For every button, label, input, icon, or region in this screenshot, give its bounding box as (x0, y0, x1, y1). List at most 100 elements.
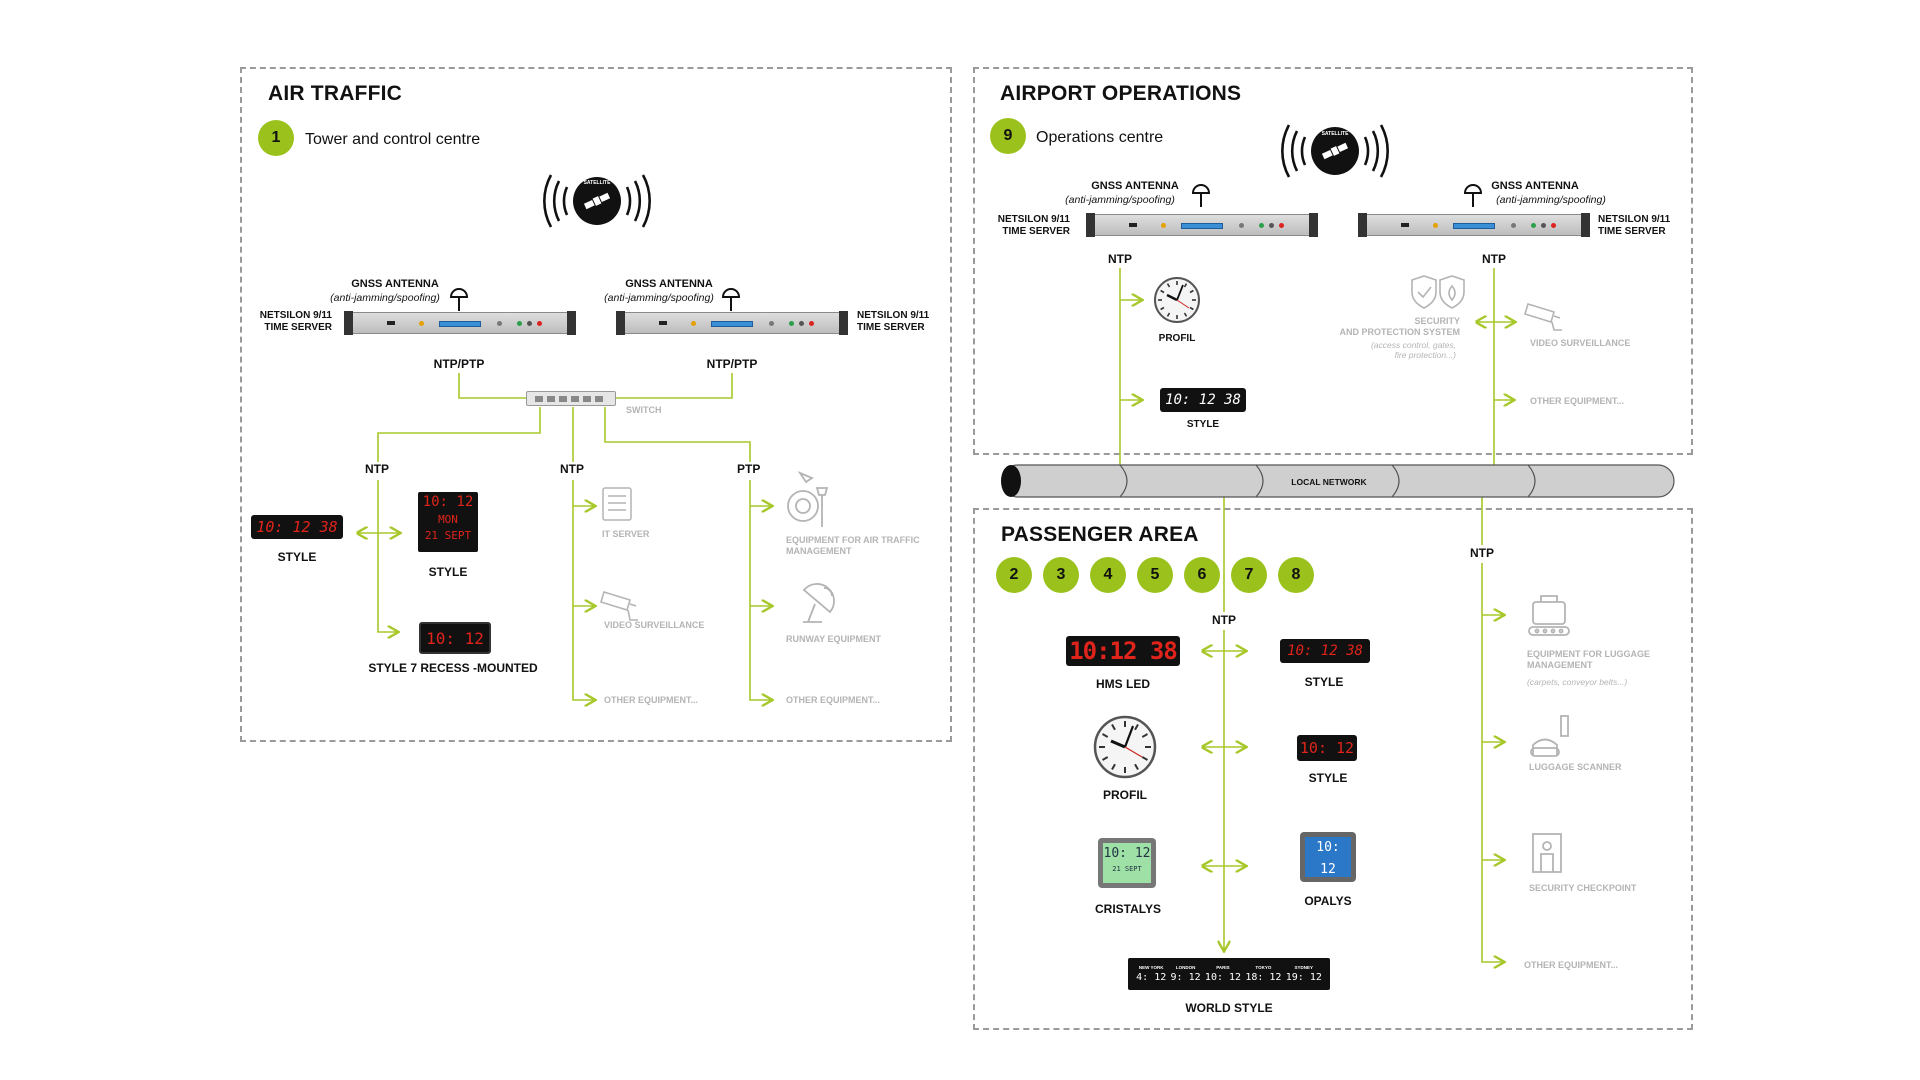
server-label-left-line1: NETSILON 9/11 (259, 310, 332, 321)
style-clock-ops: 10: 12 38 (1160, 388, 1246, 412)
server-label-ops-right-line2: TIME SERVER (1598, 226, 1666, 237)
style-clock-label-2: STYLE (428, 565, 468, 579)
server-port (387, 321, 395, 325)
world-zone-london: LONDON 9: 12 (1171, 964, 1201, 985)
security-system-note-line2: fire protection...) (1394, 350, 1456, 360)
netsilon-server-left (344, 311, 576, 335)
passenger-area-section (973, 508, 1693, 1030)
air-traffic-subtitle: Tower and control centre (305, 131, 481, 148)
server-port (659, 321, 667, 325)
server-display (1181, 223, 1223, 229)
gnss-antenna-note-right: (anti-jamming/spoofing) (604, 292, 714, 304)
server-led (1239, 223, 1244, 228)
style-clock-pa-2: 10: 12 (1297, 735, 1357, 761)
switch-ports-icon (535, 396, 603, 402)
air-traffic-badge: 1 (258, 120, 294, 156)
security-checkpoint-label: SECURITY CHECKPOINT (1529, 883, 1637, 893)
gnss-antenna-label-ops-left: GNSS ANTENNA (1091, 180, 1179, 192)
atm-equipment-label: EQUIPMENT FOR AIR TRAFFIC MANAGEMENT (786, 535, 920, 557)
style-clock-led: 10: 12 38 (251, 515, 343, 539)
passenger-badge-4: 4 (1090, 557, 1126, 593)
security-system-note: (access control, gates, fire protection.… (1300, 340, 1456, 360)
server-led (769, 321, 774, 326)
world-zone-sydney: SYDNEY 19: 12 (1286, 964, 1322, 985)
style-clock-label-1: STYLE (277, 550, 317, 564)
world-style-clock: NEW YORK 4: 12 LONDON 9: 12 PARIS 10: 12… (1128, 958, 1330, 990)
passenger-badge-2: 2 (996, 557, 1032, 593)
atm-equipment-label-line2: MANAGEMENT (786, 546, 852, 556)
world-city-name: LONDON (1175, 964, 1196, 970)
luggage-management-label: EQUIPMENT FOR LUGGAGE MANAGEMENT (1527, 649, 1650, 671)
server-led (1551, 223, 1556, 228)
gnss-antenna-note-ops-right: (anti-jamming/spoofing) (1496, 194, 1606, 206)
server-label-right-line2: TIME SERVER (857, 322, 925, 333)
server-led (691, 321, 696, 326)
atm-equipment-label-line1: EQUIPMENT FOR AIR TRAFFIC (786, 535, 920, 545)
style-square-time: 10: 12 (422, 494, 474, 510)
style7-clock-label: STYLE 7 RECESS -MOUNTED (368, 661, 538, 675)
style-square-clock: 10: 12 MON 21 SEPT (418, 492, 478, 552)
style-label-pa-2: STYLE (1308, 771, 1348, 785)
server-label-ops-right-line1: NETSILON 9/11 (1598, 214, 1671, 225)
server-led (1161, 223, 1166, 228)
server-led (799, 321, 804, 326)
profil-label-pa: PROFIL (1103, 788, 1147, 802)
world-zone-new-york: NEW YORK 4: 12 (1136, 964, 1166, 985)
protocol-passenger-right: NTP (1470, 546, 1494, 560)
luggage-management-label-line2: MANAGEMENT (1527, 660, 1593, 670)
server-led (789, 321, 794, 326)
server-label-left-line2: TIME SERVER (264, 322, 332, 333)
gnss-antenna-note-left: (anti-jamming/spoofing) (330, 292, 440, 304)
video-surveillance-label-air: VIDEO SURVEILLANCE (604, 620, 705, 630)
it-server-label: IT SERVER (602, 529, 650, 539)
world-city-time: 19: 12 (1285, 971, 1322, 983)
passenger-badge-3: 3 (1043, 557, 1079, 593)
server-led (1259, 223, 1264, 228)
server-label-left: NETSILON 9/11 TIME SERVER (246, 310, 332, 334)
network-switch (526, 391, 616, 406)
server-led (537, 321, 542, 326)
server-port (1129, 223, 1137, 227)
netsilon-server-right (616, 311, 848, 335)
luggage-scanner-label: LUGGAGE SCANNER (1529, 762, 1622, 772)
world-city-name: TOKYO (1255, 964, 1272, 970)
style-label-ops: STYLE (1186, 419, 1220, 430)
server-display (1453, 223, 1495, 229)
hms-led-label: HMS LED (1096, 677, 1150, 691)
branch-ptp: PTP (737, 462, 761, 476)
air-traffic-title: AIR TRAFFIC (268, 82, 403, 105)
gnss-antenna-label-left: GNSS ANTENNA (351, 278, 439, 290)
cristalys-time: 10: 12 (1103, 846, 1151, 861)
protocol-ops-left: NTP (1108, 252, 1132, 266)
style-label-pa-1: STYLE (1304, 675, 1344, 689)
other-equipment-label-air-2: OTHER EQUIPMENT... (786, 695, 881, 705)
gnss-antenna-label-right: GNSS ANTENNA (625, 278, 713, 290)
server-led (517, 321, 522, 326)
world-zone-tokyo: TOKYO 18: 12 (1245, 964, 1281, 985)
cristalys-date: 21 SEPT (1112, 865, 1142, 873)
satellite-label-left: SATELLITE (583, 180, 611, 186)
world-style-label: WORLD STYLE (1185, 1001, 1273, 1015)
airport-operations-badge: 9 (990, 118, 1026, 154)
local-network-label: LOCAL NETWORK (1291, 477, 1367, 487)
style-clock-pa-1: 10: 12 38 (1280, 639, 1370, 663)
world-city-time: 9: 12 (1170, 971, 1201, 983)
passenger-badge-7: 7 (1231, 557, 1267, 593)
runway-equipment-label: RUNWAY EQUIPMENT (786, 634, 882, 644)
airport-operations-subtitle: Operations centre (1036, 129, 1164, 146)
netsilon-server-ops-left (1086, 213, 1318, 237)
server-label-ops-left-line1: NETSILON 9/11 (997, 214, 1070, 225)
